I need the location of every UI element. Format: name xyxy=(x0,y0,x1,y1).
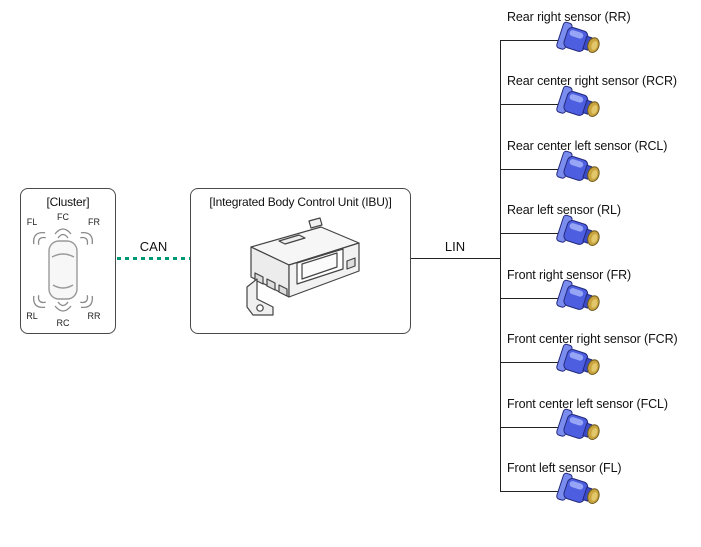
sensor-label: Rear center left sensor (RCL) xyxy=(507,139,668,153)
ultrasonic-sensor-icon xyxy=(555,85,604,125)
sensor-label: Rear left sensor (RL) xyxy=(507,203,621,217)
sensor-wave-arcs-rear-left-icon xyxy=(29,292,49,312)
sensor-wave-arcs-front-center-icon xyxy=(54,228,72,239)
ultrasonic-sensor-icon xyxy=(555,343,604,383)
sensor-label: Rear center right sensor (RCR) xyxy=(507,74,677,88)
lin-branch-line xyxy=(500,298,558,299)
ultrasonic-sensor-icon xyxy=(555,279,604,319)
cluster-title: [Cluster] xyxy=(46,195,90,209)
lin-branch-line xyxy=(500,491,558,492)
sensor-wave-arcs-rear-center-icon xyxy=(54,301,72,312)
sensor-label: Rear right sensor (RR) xyxy=(507,10,631,24)
sensor-row: Rear left sensor (RL) xyxy=(500,203,701,267)
sensor-wave-arcs-front-left-icon xyxy=(29,228,49,248)
sensor-label: Front left sensor (FL) xyxy=(507,461,622,475)
ultrasonic-sensor-icon xyxy=(555,21,604,61)
lin-branch-line xyxy=(500,427,558,428)
sensor-wave-arcs-front-right-icon xyxy=(77,228,97,248)
sensor-label: Front right sensor (FR) xyxy=(507,268,632,282)
can-bus-label: CAN xyxy=(139,239,168,254)
ibu-box: [Integrated Body Control Unit (IBU)] xyxy=(190,188,411,334)
position-label-fc: FC xyxy=(57,212,69,222)
sensor-row: Rear center right sensor (RCR) xyxy=(500,74,701,138)
ibu-module-icon xyxy=(246,217,360,316)
car-sensor-coverage-diagram: FL FC FR RL RC RR xyxy=(26,212,101,328)
can-bus-line xyxy=(117,257,190,260)
position-label-fr: FR xyxy=(88,217,100,227)
lin-trunk-line xyxy=(500,40,501,491)
position-label-rc: RC xyxy=(57,318,70,328)
sensor-row: Rear right sensor (RR) xyxy=(500,10,701,74)
sensor-row: Front center left sensor (FCL) xyxy=(500,397,701,461)
sensor-row: Rear center left sensor (RCL) xyxy=(500,139,701,203)
ultrasonic-sensor-icon xyxy=(555,150,604,190)
ultrasonic-sensor-icon xyxy=(555,408,604,448)
sensor-row: Front center right sensor (FCR) xyxy=(500,332,701,396)
lin-bus-line xyxy=(411,258,500,259)
cluster-box: [Cluster] FL FC FR RL RC RR xyxy=(20,188,116,334)
lin-branch-line xyxy=(500,169,558,170)
sensor-label: Front center right sensor (FCR) xyxy=(507,332,678,346)
position-label-rr: RR xyxy=(88,311,101,321)
ultrasonic-sensor-icon xyxy=(555,472,604,512)
sensor-label: Front center left sensor (FCL) xyxy=(507,397,668,411)
lin-bus-label: LIN xyxy=(444,239,466,254)
lin-branch-line xyxy=(500,40,558,41)
lin-branch-line xyxy=(500,362,558,363)
ibu-title: [Integrated Body Control Unit (IBU)] xyxy=(209,195,392,209)
sensor-row: Front right sensor (FR) xyxy=(500,268,701,332)
car-top-view-icon xyxy=(48,240,78,300)
position-label-rl: RL xyxy=(26,311,38,321)
ultrasonic-sensor-icon xyxy=(555,214,604,254)
lin-branch-line xyxy=(500,104,558,105)
sensor-row: Front left sensor (FL) xyxy=(500,461,701,525)
lin-branch-line xyxy=(500,233,558,234)
position-label-fl: FL xyxy=(27,217,38,227)
sensor-wave-arcs-rear-right-icon xyxy=(77,292,97,312)
